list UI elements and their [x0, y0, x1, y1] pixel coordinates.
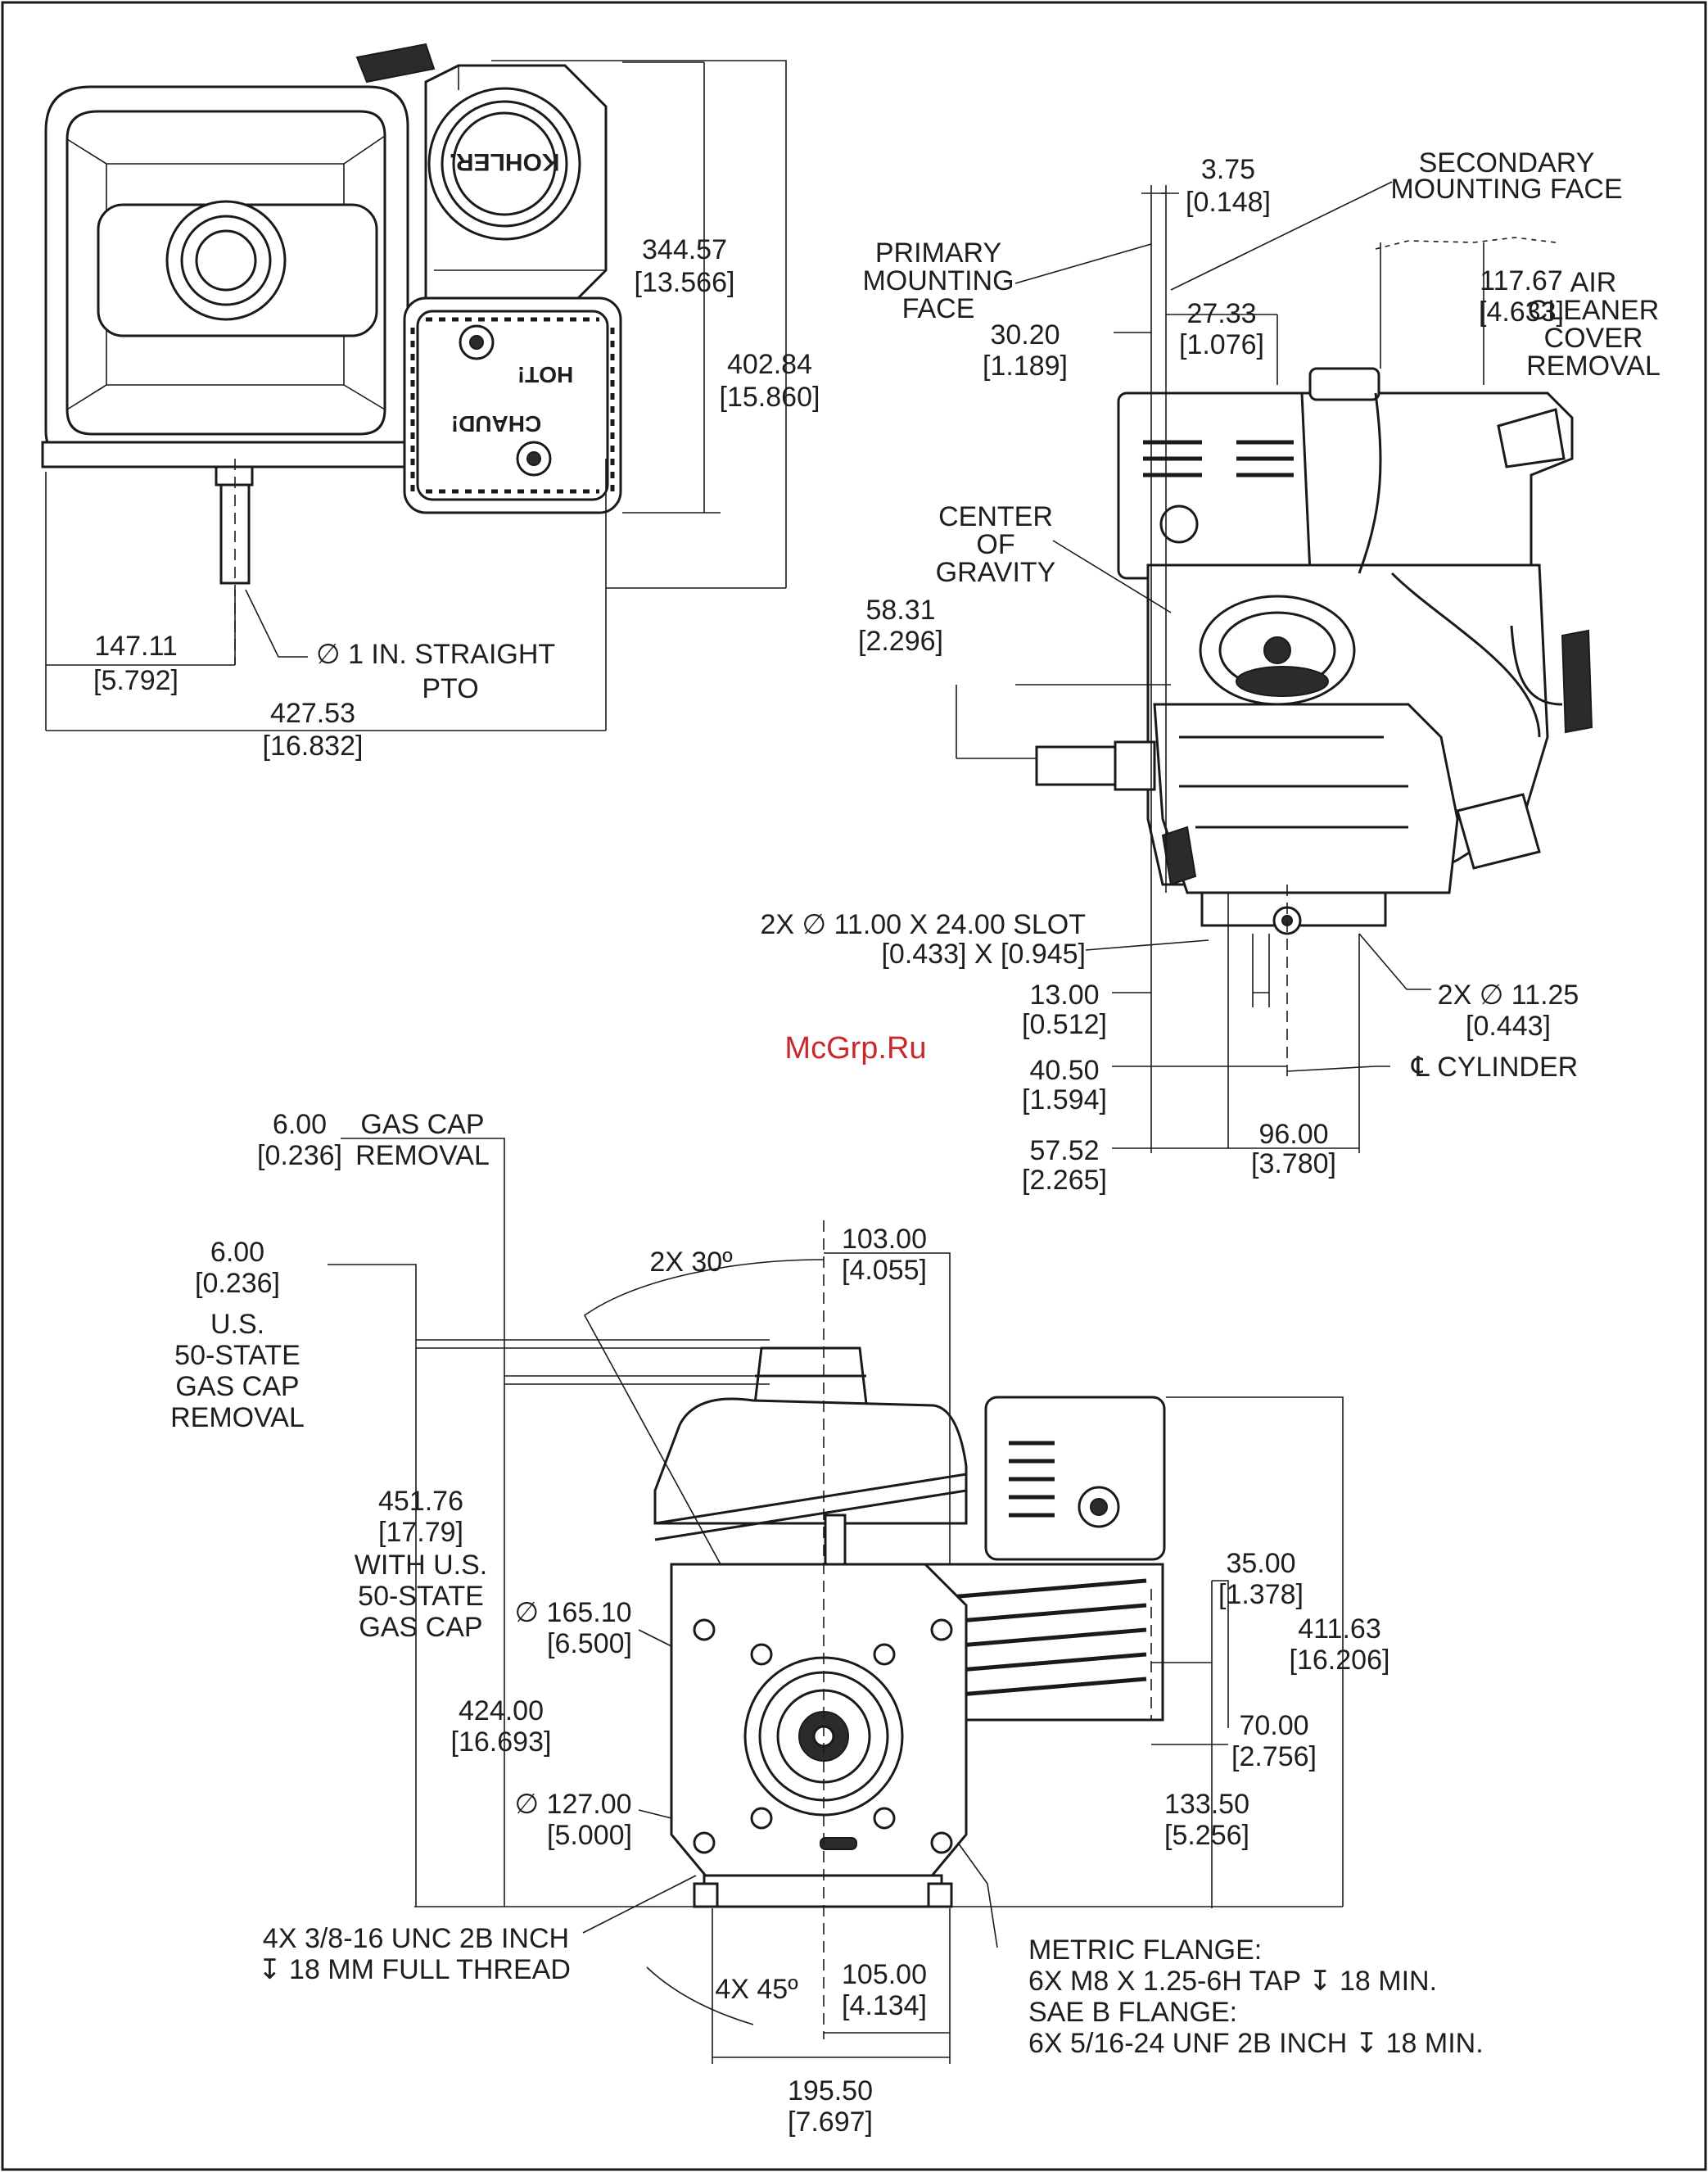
- dim-133-mm: 133.50: [1164, 1789, 1249, 1820]
- thread-note-line2: ↧ 18 MM FULL THREAD: [258, 1954, 571, 1985]
- air-cleaner-line4: REMOVAL: [1526, 351, 1661, 382]
- dim-402-in: [15.860]: [720, 382, 820, 413]
- dim-147-mm: 147.11: [94, 631, 177, 662]
- dim-451-mm: 451.76: [378, 1486, 463, 1517]
- us-gas-cap-6-in: [0.236]: [195, 1268, 280, 1299]
- cylinder-label: ℄ CYLINDER: [1411, 1052, 1578, 1083]
- dim-147-in: [5.792]: [93, 665, 178, 696]
- dim-451-in: [17.79]: [378, 1517, 463, 1548]
- angle-top-label: 2X 30º: [649, 1247, 732, 1278]
- pto-note-line2: PTO: [422, 673, 478, 704]
- dim-117-in: [4.633]: [1479, 296, 1564, 328]
- dim-57-in: [2.265]: [1022, 1165, 1107, 1196]
- brand-label: KOHLER.: [450, 148, 560, 175]
- slot-note-line1: 2X ∅ 11.00 X 24.00 SLOT: [760, 909, 1086, 940]
- dim-117-mm: 117.67: [1480, 265, 1562, 296]
- dia-165-in: [6.500]: [547, 1628, 632, 1659]
- side-view: 3.75 [0.148] SECONDARY MOUNTING FACE PRI…: [760, 147, 1660, 1196]
- cog-line2: OF: [976, 529, 1014, 560]
- dim-13-mm: 13.00: [1029, 980, 1099, 1011]
- dia-127-in: [5.000]: [547, 1820, 632, 1851]
- gas-cap-label-line1: GAS CAP: [360, 1109, 484, 1140]
- flange-note-line1: METRIC FLANGE:: [1028, 1934, 1262, 1966]
- us-gas-cap-line2: 50-STATE: [174, 1340, 300, 1371]
- dia-127-mm: ∅ 127.00: [514, 1789, 631, 1820]
- dim-70-in: [2.756]: [1231, 1741, 1317, 1772]
- dim-195-mm: 195.50: [788, 2075, 873, 2106]
- dim-58-in: [2.296]: [858, 626, 943, 657]
- dim-424-mm: 424.00: [459, 1695, 544, 1726]
- flange-note-line4: 6X 5/16-24 UNF 2B INCH ↧ 18 MIN.: [1028, 2028, 1484, 2059]
- flange-note-line3: SAE B FLANGE:: [1028, 1997, 1237, 2028]
- dim-96-in: [3.780]: [1251, 1148, 1336, 1179]
- dim-451-note-line2: 50-STATE: [358, 1581, 484, 1612]
- cog-line3: GRAVITY: [936, 557, 1056, 588]
- dim-27-in: [1.076]: [1179, 329, 1264, 360]
- dim-96-mm: 96.00: [1258, 1119, 1328, 1150]
- warning-bottom-label: HOT!: [517, 362, 573, 387]
- secondary-face-line2: MOUNTING FACE: [1390, 174, 1622, 205]
- dim-70-mm: 70.00: [1239, 1710, 1308, 1741]
- dim-133-in: [5.256]: [1164, 1820, 1249, 1851]
- angle-bottom-label: 4X 45º: [715, 1974, 798, 2005]
- top-view: KOHLER. CHAUD! HOT! 344.57 [13.566] 402.…: [41, 43, 820, 762]
- primary-face-line3: FACE: [902, 293, 975, 324]
- hole-note-line2: [0.443]: [1466, 1011, 1551, 1042]
- gas-cap-6-mm: 6.00: [273, 1109, 327, 1140]
- gas-cap-label-line2: REMOVAL: [355, 1140, 490, 1171]
- dim-344-mm: 344.57: [642, 234, 727, 265]
- dim-58-mm: 58.31: [865, 595, 935, 626]
- dim-27-mm: 27.33: [1186, 298, 1256, 329]
- pto-note-line1: ∅ 1 IN. STRAIGHT: [316, 639, 555, 670]
- dim-344-in: [13.566]: [635, 267, 735, 298]
- dim-105-in: [4.134]: [842, 1990, 927, 2021]
- us-gas-cap-line3: GAS CAP: [175, 1371, 299, 1402]
- us-gas-cap-6-mm: 6.00: [210, 1237, 264, 1268]
- dim-195-in: [7.697]: [788, 2106, 873, 2138]
- dim-411-in: [16.206]: [1290, 1645, 1390, 1676]
- dim-105-mm: 105.00: [842, 1959, 927, 1990]
- watermark: McGrp.Ru: [784, 1031, 926, 1066]
- primary-face-line2: MOUNTING: [862, 265, 1014, 296]
- air-cleaner-line2: CLEANER: [1528, 295, 1660, 326]
- dim-35-mm: 35.00: [1226, 1548, 1295, 1579]
- front-view: 6.00 [0.236] GAS CAP REMOVAL 6.00 [0.236…: [170, 1109, 1484, 2138]
- dim-424-in: [16.693]: [451, 1726, 552, 1758]
- dim-103-in: [4.055]: [842, 1255, 927, 1286]
- dim-427-in: [16.832]: [263, 731, 364, 762]
- dia-165-mm: ∅ 165.10: [514, 1597, 631, 1628]
- dim-402-mm: 402.84: [727, 349, 812, 380]
- dim-57-mm: 57.52: [1029, 1135, 1099, 1166]
- dim-103-mm: 103.00: [842, 1224, 927, 1255]
- dim-30-in: [1.189]: [983, 351, 1068, 382]
- gas-cap-6-in: [0.236]: [257, 1140, 342, 1171]
- dim-427-mm: 427.53: [270, 698, 355, 729]
- dim-451-note-line1: WITH U.S.: [355, 1550, 487, 1581]
- us-gas-cap-line1: U.S.: [210, 1309, 264, 1340]
- dim-411-mm: 411.63: [1298, 1613, 1380, 1645]
- dim-3-75-mm: 3.75: [1201, 154, 1255, 185]
- secondary-face-line1: SECONDARY: [1419, 147, 1595, 179]
- warning-top-label: CHAUD!: [451, 411, 541, 437]
- thread-note-line1: 4X 3/8-16 UNC 2B INCH: [263, 1923, 569, 1954]
- slot-note-line2: [0.433] X [0.945]: [881, 939, 1086, 970]
- air-cleaner-line1: AIR: [1570, 267, 1617, 298]
- dim-40-mm: 40.50: [1029, 1055, 1099, 1086]
- us-gas-cap-line4: REMOVAL: [170, 1402, 305, 1433]
- dim-13-in: [0.512]: [1022, 1009, 1107, 1040]
- flange-note-line2: 6X M8 X 1.25-6H TAP ↧ 18 MIN.: [1028, 1966, 1437, 1997]
- dim-35-in: [1.378]: [1218, 1579, 1304, 1610]
- dim-40-in: [1.594]: [1022, 1084, 1107, 1115]
- cog-line1: CENTER: [938, 501, 1053, 532]
- dim-3-75-in: [0.148]: [1186, 187, 1271, 218]
- dim-30-mm: 30.20: [990, 319, 1060, 351]
- dim-451-note-line3: GAS CAP: [359, 1612, 482, 1643]
- primary-face-line1: PRIMARY: [875, 238, 1001, 269]
- air-cleaner-line3: COVER: [1544, 323, 1643, 354]
- hole-note-line1: 2X ∅ 11.25: [1438, 980, 1579, 1011]
